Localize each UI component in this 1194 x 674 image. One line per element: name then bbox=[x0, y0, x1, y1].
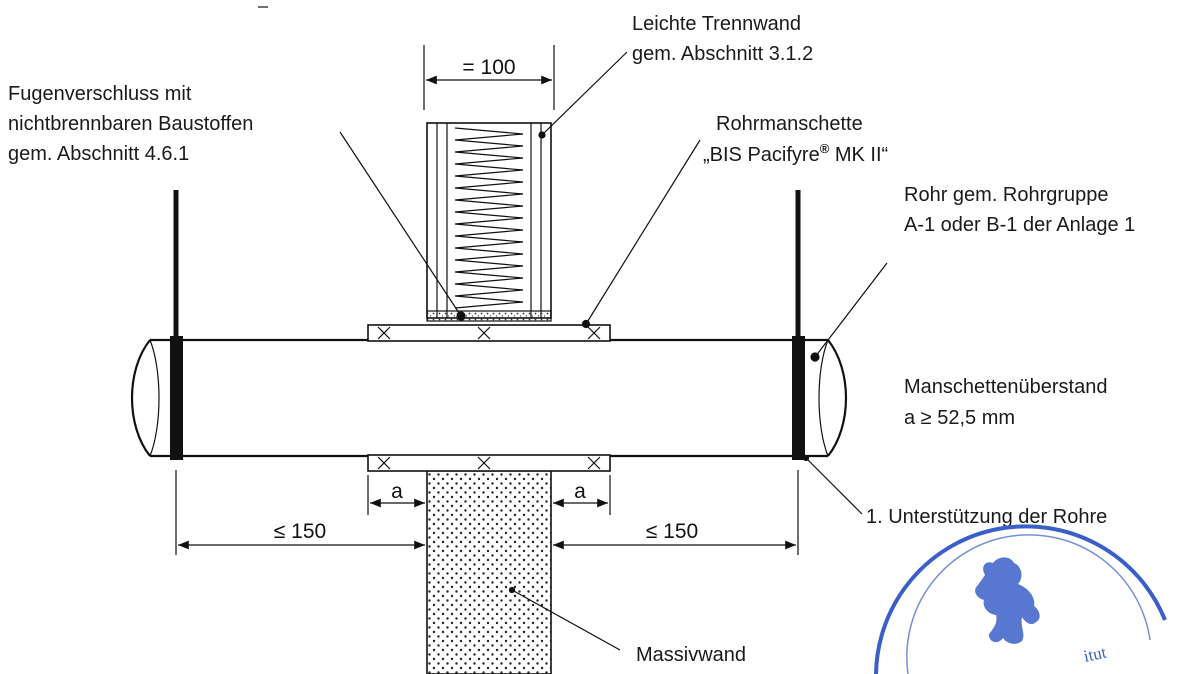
official-stamp: itut bbox=[874, 524, 1167, 674]
leader-lines bbox=[339, 51, 888, 651]
label-trennwand-1: Leichte Trennwand bbox=[632, 13, 801, 35]
dim-a-left-label: a bbox=[391, 480, 403, 503]
joint-seal-upper bbox=[426, 310, 552, 322]
label-massivwand: Massivwand bbox=[636, 644, 746, 666]
dimension-overhang: a a bbox=[367, 475, 611, 515]
pipe-support-left bbox=[170, 190, 183, 460]
dimension-wall-thickness: = 100 bbox=[423, 45, 555, 110]
pipe-collar bbox=[367, 324, 611, 472]
label-fugen-1: Fugenverschluss mit bbox=[8, 83, 192, 105]
dimension-support-distance: ≤ 150 ≤ 150 bbox=[175, 470, 799, 555]
insulation-zigzag bbox=[454, 127, 524, 309]
label-trennwand-2: gem. Abschnitt 3.1.2 bbox=[632, 43, 813, 65]
label-fugen-3: gem. Abschnitt 4.6.1 bbox=[8, 143, 189, 165]
label-rohr-2: A-1 oder B-1 der Anlage 1 bbox=[904, 214, 1135, 236]
label-manschette-prefix: „BIS Pacifyre bbox=[703, 144, 820, 166]
label-fugen-2: nichtbrennbaren Baustoffen bbox=[8, 113, 253, 135]
label-ueberstand-2: a ≥ 52,5 mm bbox=[904, 407, 1015, 429]
light-partition-wall bbox=[426, 122, 552, 322]
label-manschette-suffix: MK II“ bbox=[829, 144, 888, 166]
label-ueberstand-1: Manschettenüberstand bbox=[904, 376, 1107, 398]
label-manschette-1: Rohrmanschette bbox=[716, 113, 863, 135]
solid-wall bbox=[426, 458, 552, 674]
dim-right-label: ≤ 150 bbox=[646, 520, 698, 543]
dim-wall-label: = 100 bbox=[462, 56, 515, 79]
stamp-text: itut bbox=[1082, 643, 1108, 666]
label-rohr-1: Rohr gem. Rohrgruppe bbox=[904, 184, 1109, 206]
pipe-support-right bbox=[792, 190, 805, 460]
label-manschette-2: „BIS Pacifyre® MK II“ bbox=[703, 141, 888, 166]
pipe bbox=[130, 338, 848, 458]
bear-emblem bbox=[975, 557, 1040, 644]
dim-left-label: ≤ 150 bbox=[274, 520, 326, 543]
label-manschette-reg: ® bbox=[820, 141, 830, 156]
label-unterstuetzung: 1. Unterstützung der Rohre bbox=[866, 506, 1107, 528]
dim-a-right-label: a bbox=[574, 480, 586, 503]
